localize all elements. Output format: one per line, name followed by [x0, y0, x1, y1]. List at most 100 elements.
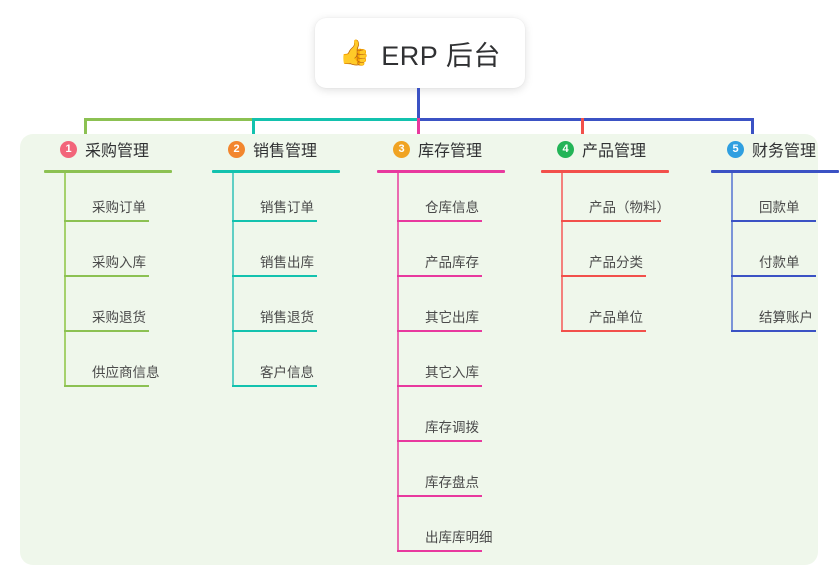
leaf-item[interactable]: 付款单 — [731, 228, 839, 283]
leaf-rule — [397, 385, 482, 387]
leaf-rule — [64, 330, 149, 332]
leaf-rule — [232, 385, 317, 387]
branch-header-3[interactable]: 3 库存管理 — [375, 134, 540, 164]
connector-trunk — [417, 88, 420, 120]
branch-header-5[interactable]: 5 财务管理 — [709, 134, 839, 164]
leaf-item[interactable]: 库存调拨 — [397, 393, 540, 448]
leaf-rule — [561, 220, 661, 222]
leaf-label: 库存调拨 — [425, 420, 479, 435]
branch-rule-4 — [541, 170, 669, 173]
leaf-label: 其它出库 — [425, 310, 479, 325]
branch-column-2: 2 销售管理 销售订单 销售出库 销售退货 客户信息 — [210, 134, 375, 393]
branch-column-5: 5 财务管理 回款单 付款单 结算账户 — [709, 134, 839, 338]
leaf-rule — [397, 440, 482, 442]
leaf-label: 销售退货 — [260, 310, 314, 325]
branch-header-1[interactable]: 1 采购管理 — [42, 134, 207, 164]
leaf-rule — [731, 220, 816, 222]
leaf-item[interactable]: 采购订单 — [64, 173, 207, 228]
root-node-content: 👍 ERP 后台 — [339, 34, 501, 73]
connector-bus-segment-3 — [418, 118, 754, 121]
branch-header-2[interactable]: 2 销售管理 — [210, 134, 375, 164]
leaf-label: 采购退货 — [92, 310, 146, 325]
leaf-label: 出库库明细 — [425, 530, 493, 545]
leaf-rule — [232, 330, 317, 332]
leaf-item[interactable]: 采购退货 — [64, 283, 207, 338]
branch-title-1: 采购管理 — [85, 143, 150, 160]
branch-badge-4: 4 — [557, 140, 574, 158]
branch-badge-2: 2 — [228, 140, 245, 158]
leaf-rule — [731, 330, 816, 332]
leaf-label: 回款单 — [759, 200, 800, 215]
leaf-item[interactable]: 销售退货 — [232, 283, 375, 338]
leaf-item[interactable]: 销售订单 — [232, 173, 375, 228]
mindmap-panel: 1 采购管理 采购订单 采购入库 采购退货 供应商信息 — [20, 134, 839, 565]
leaf-label: 产品库存 — [425, 255, 479, 270]
leaf-item[interactable]: 产品分类 — [561, 228, 704, 283]
branch-badge-1: 1 — [60, 140, 77, 158]
branch-column-3: 3 库存管理 仓库信息 产品库存 其它出库 其它入库 库存调拨 — [375, 134, 540, 558]
leaf-rule — [561, 275, 646, 277]
branch-rule-2 — [212, 170, 340, 173]
leaf-item[interactable]: 仓库信息 — [397, 173, 540, 228]
leaf-item[interactable]: 其它出库 — [397, 283, 540, 338]
leaf-label: 供应商信息 — [92, 365, 160, 380]
leaf-rule — [731, 275, 816, 277]
leaf-item[interactable]: 产品（物料） — [561, 173, 704, 228]
leaf-rule — [64, 385, 149, 387]
leaf-label: 结算账户 — [759, 310, 813, 325]
leaf-rule — [64, 275, 149, 277]
leaf-item[interactable]: 产品单位 — [561, 283, 704, 338]
leaf-rule — [232, 275, 317, 277]
leaf-rule — [232, 220, 317, 222]
leaf-rule — [397, 495, 482, 497]
leaf-label: 产品单位 — [589, 310, 643, 325]
branch-rule-3 — [377, 170, 505, 173]
branch-title-2: 销售管理 — [253, 143, 318, 160]
branch-spine-1 — [64, 173, 66, 387]
leaf-item[interactable]: 结算账户 — [731, 283, 839, 338]
leaf-label: 客户信息 — [260, 365, 314, 380]
leaf-rule — [397, 275, 482, 277]
leaf-item[interactable]: 采购入库 — [64, 228, 207, 283]
branch-title-4: 产品管理 — [582, 143, 647, 160]
branch-spine-4 — [561, 173, 563, 332]
branch-header-4[interactable]: 4 产品管理 — [539, 134, 704, 164]
leaf-label: 采购订单 — [92, 200, 146, 215]
leaf-rule — [397, 330, 482, 332]
leaf-item[interactable]: 供应商信息 — [64, 338, 207, 393]
branch-rule-1 — [44, 170, 172, 173]
branch-badge-3: 3 — [393, 140, 410, 158]
branch-badge-5: 5 — [727, 140, 744, 158]
leaf-label: 仓库信息 — [425, 200, 479, 215]
branch-spine-5 — [731, 173, 733, 332]
leaf-label: 产品分类 — [589, 255, 643, 270]
leaf-rule — [397, 550, 482, 552]
leaf-item[interactable]: 出库库明细 — [397, 503, 540, 558]
leaf-label: 销售出库 — [260, 255, 314, 270]
leaf-item[interactable]: 其它入库 — [397, 338, 540, 393]
leaf-item[interactable]: 产品库存 — [397, 228, 540, 283]
branch-column-1: 1 采购管理 采购订单 采购入库 采购退货 供应商信息 — [42, 134, 207, 393]
leaf-label: 其它入库 — [425, 365, 479, 380]
leaf-label: 产品（物料） — [589, 200, 670, 215]
thumbs-up-icon: 👍 — [339, 38, 371, 67]
leaf-label: 付款单 — [759, 255, 800, 270]
leaf-label: 库存盘点 — [425, 475, 479, 490]
branch-column-4: 4 产品管理 产品（物料） 产品分类 产品单位 — [539, 134, 704, 338]
leaf-label: 销售订单 — [260, 200, 314, 215]
branch-items-2: 销售订单 销售出库 销售退货 客户信息 — [210, 173, 375, 393]
leaf-label: 采购入库 — [92, 255, 146, 270]
leaf-item[interactable]: 客户信息 — [232, 338, 375, 393]
branch-spine-2 — [232, 173, 234, 387]
connector-bus-segment-2 — [254, 118, 418, 121]
root-node-card[interactable]: 👍 ERP 后台 — [315, 18, 525, 88]
leaf-item[interactable]: 库存盘点 — [397, 448, 540, 503]
leaf-rule — [397, 220, 482, 222]
branch-items-1: 采购订单 采购入库 采购退货 供应商信息 — [42, 173, 207, 393]
branch-spine-3 — [397, 173, 399, 552]
leaf-item[interactable]: 销售出库 — [232, 228, 375, 283]
branch-items-5: 回款单 付款单 结算账户 — [709, 173, 839, 338]
leaf-item[interactable]: 回款单 — [731, 173, 839, 228]
leaf-rule — [561, 330, 646, 332]
leaf-rule — [64, 220, 149, 222]
